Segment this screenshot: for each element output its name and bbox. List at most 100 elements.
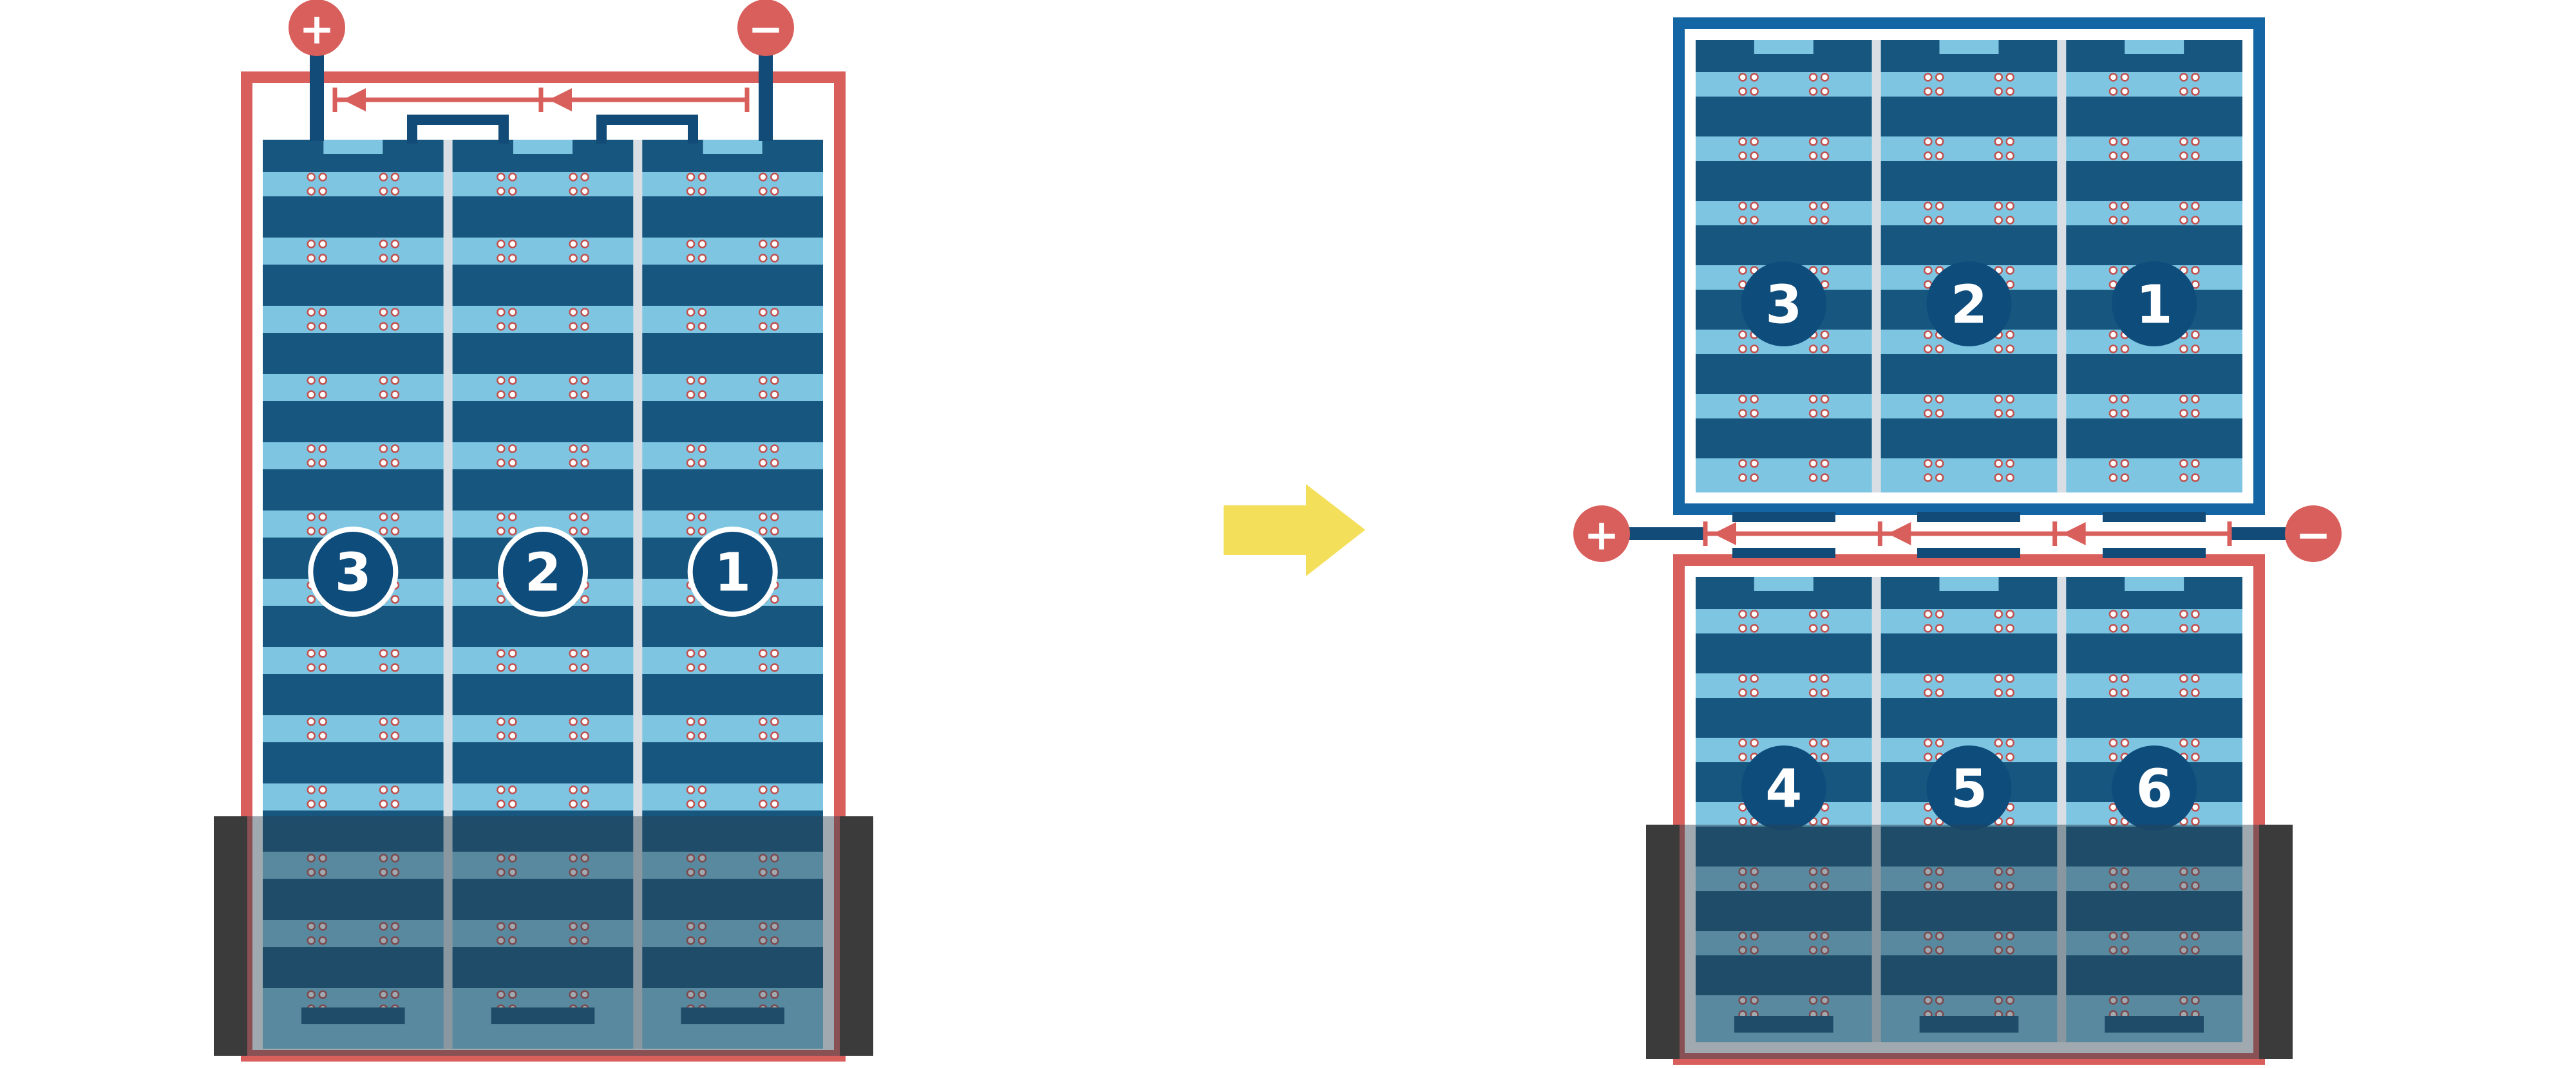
cell-dot (318, 922, 327, 931)
cell-dot (379, 663, 388, 672)
cell-dot (1820, 996, 1830, 1005)
cell-dot (2191, 73, 2200, 82)
cell-dot (580, 376, 589, 385)
cell-dot (1808, 87, 1818, 96)
cell-dot (318, 990, 327, 999)
cell-dot (497, 922, 506, 931)
cell-dot (1994, 137, 2003, 146)
cell-dot (497, 376, 506, 385)
cell-dot (1738, 216, 1747, 225)
cell-dot (2108, 216, 2118, 225)
cell-dot (1924, 946, 1933, 955)
cell-dot (2005, 688, 2014, 697)
cell-dot (1738, 266, 1747, 275)
cell-dot (2108, 87, 2118, 96)
cell-dot (318, 444, 327, 453)
cell-dot (318, 663, 327, 672)
cell-dot (307, 308, 316, 317)
cell-dot (569, 717, 578, 726)
cell-dot (2108, 266, 2118, 275)
cell-dot (2191, 137, 2200, 146)
cell-dot (1994, 932, 2003, 941)
cell-dot (569, 239, 578, 248)
cell-dot (1924, 216, 1933, 225)
cell-dot (2179, 201, 2188, 211)
cell-dot (1738, 738, 1747, 747)
cell-dot (1808, 344, 1818, 353)
cell-dot (1750, 73, 1759, 82)
cell (2066, 225, 2242, 265)
cell-dot (2191, 409, 2200, 418)
string-badge (1926, 261, 2012, 346)
cell-dot (697, 322, 707, 331)
cell-dot (318, 512, 327, 521)
cell-dot (1994, 151, 2003, 160)
cell (1696, 354, 1872, 394)
cell-dot (697, 527, 707, 536)
cell-dot (2179, 137, 2188, 146)
cell (263, 879, 444, 920)
cell-dot (569, 308, 578, 317)
cell-dot (2191, 753, 2200, 762)
cell-dot (1924, 73, 1933, 82)
cell-dot (318, 527, 327, 536)
cell-dot (2191, 151, 2200, 160)
cell-dot (2120, 201, 2130, 211)
cell-dot (2108, 201, 2118, 211)
cell-dot (318, 390, 327, 399)
cell-dot (759, 322, 768, 331)
cell-dot (686, 458, 696, 467)
cell-dot (2120, 216, 2130, 225)
cell-dot (2005, 674, 2014, 683)
cell (2066, 418, 2242, 458)
cell (452, 333, 634, 374)
cell (263, 810, 444, 852)
cell-dot (569, 731, 578, 740)
cell-dot (2005, 932, 2014, 941)
cell-dot (770, 936, 779, 945)
cell-dot (697, 936, 707, 945)
cell-dot (686, 390, 696, 399)
top-module-stub (1732, 512, 1835, 522)
cell-dot (1820, 688, 1830, 697)
cell-dot (1750, 932, 1759, 941)
cell-dot (497, 173, 506, 182)
cell-dot (2179, 151, 2188, 160)
cell-dot (1808, 674, 1818, 683)
cell-dot (686, 731, 696, 740)
cell-dot (770, 376, 779, 385)
cell-dot (390, 187, 400, 196)
cell-dot (497, 254, 506, 263)
cell-dot (2191, 817, 2200, 826)
cell-dot (2005, 610, 2014, 619)
cell-dot (697, 444, 707, 453)
cell-dot (770, 800, 779, 809)
cell-dot (2191, 996, 2200, 1005)
cell-dot (770, 527, 779, 536)
cell-dot (1808, 395, 1818, 404)
cell-dot (379, 527, 388, 536)
cell-dot (1820, 201, 1830, 211)
cell-dot (1808, 137, 1818, 146)
string-badge-label: 4 (1765, 759, 1802, 820)
cell-dot (318, 239, 327, 248)
cell-dot (1750, 216, 1759, 225)
cell-dot (318, 649, 327, 658)
cell-dot (770, 512, 779, 521)
cell-dot (307, 254, 316, 263)
cell-dot (759, 854, 768, 863)
cell-dot (1738, 867, 1747, 876)
cell (1880, 955, 2058, 995)
cell-dot (569, 254, 578, 263)
cell-dot (697, 922, 707, 931)
cell-dot (379, 868, 388, 877)
busbar-notch (513, 140, 573, 154)
cell-dot (770, 458, 779, 467)
cell-dot (497, 308, 506, 317)
right-flood (1646, 825, 2293, 1059)
cell-dot (318, 254, 327, 263)
bottom-busbar (1734, 1016, 1833, 1033)
cell-dot (1994, 344, 2003, 353)
cell-dot (1738, 688, 1747, 697)
